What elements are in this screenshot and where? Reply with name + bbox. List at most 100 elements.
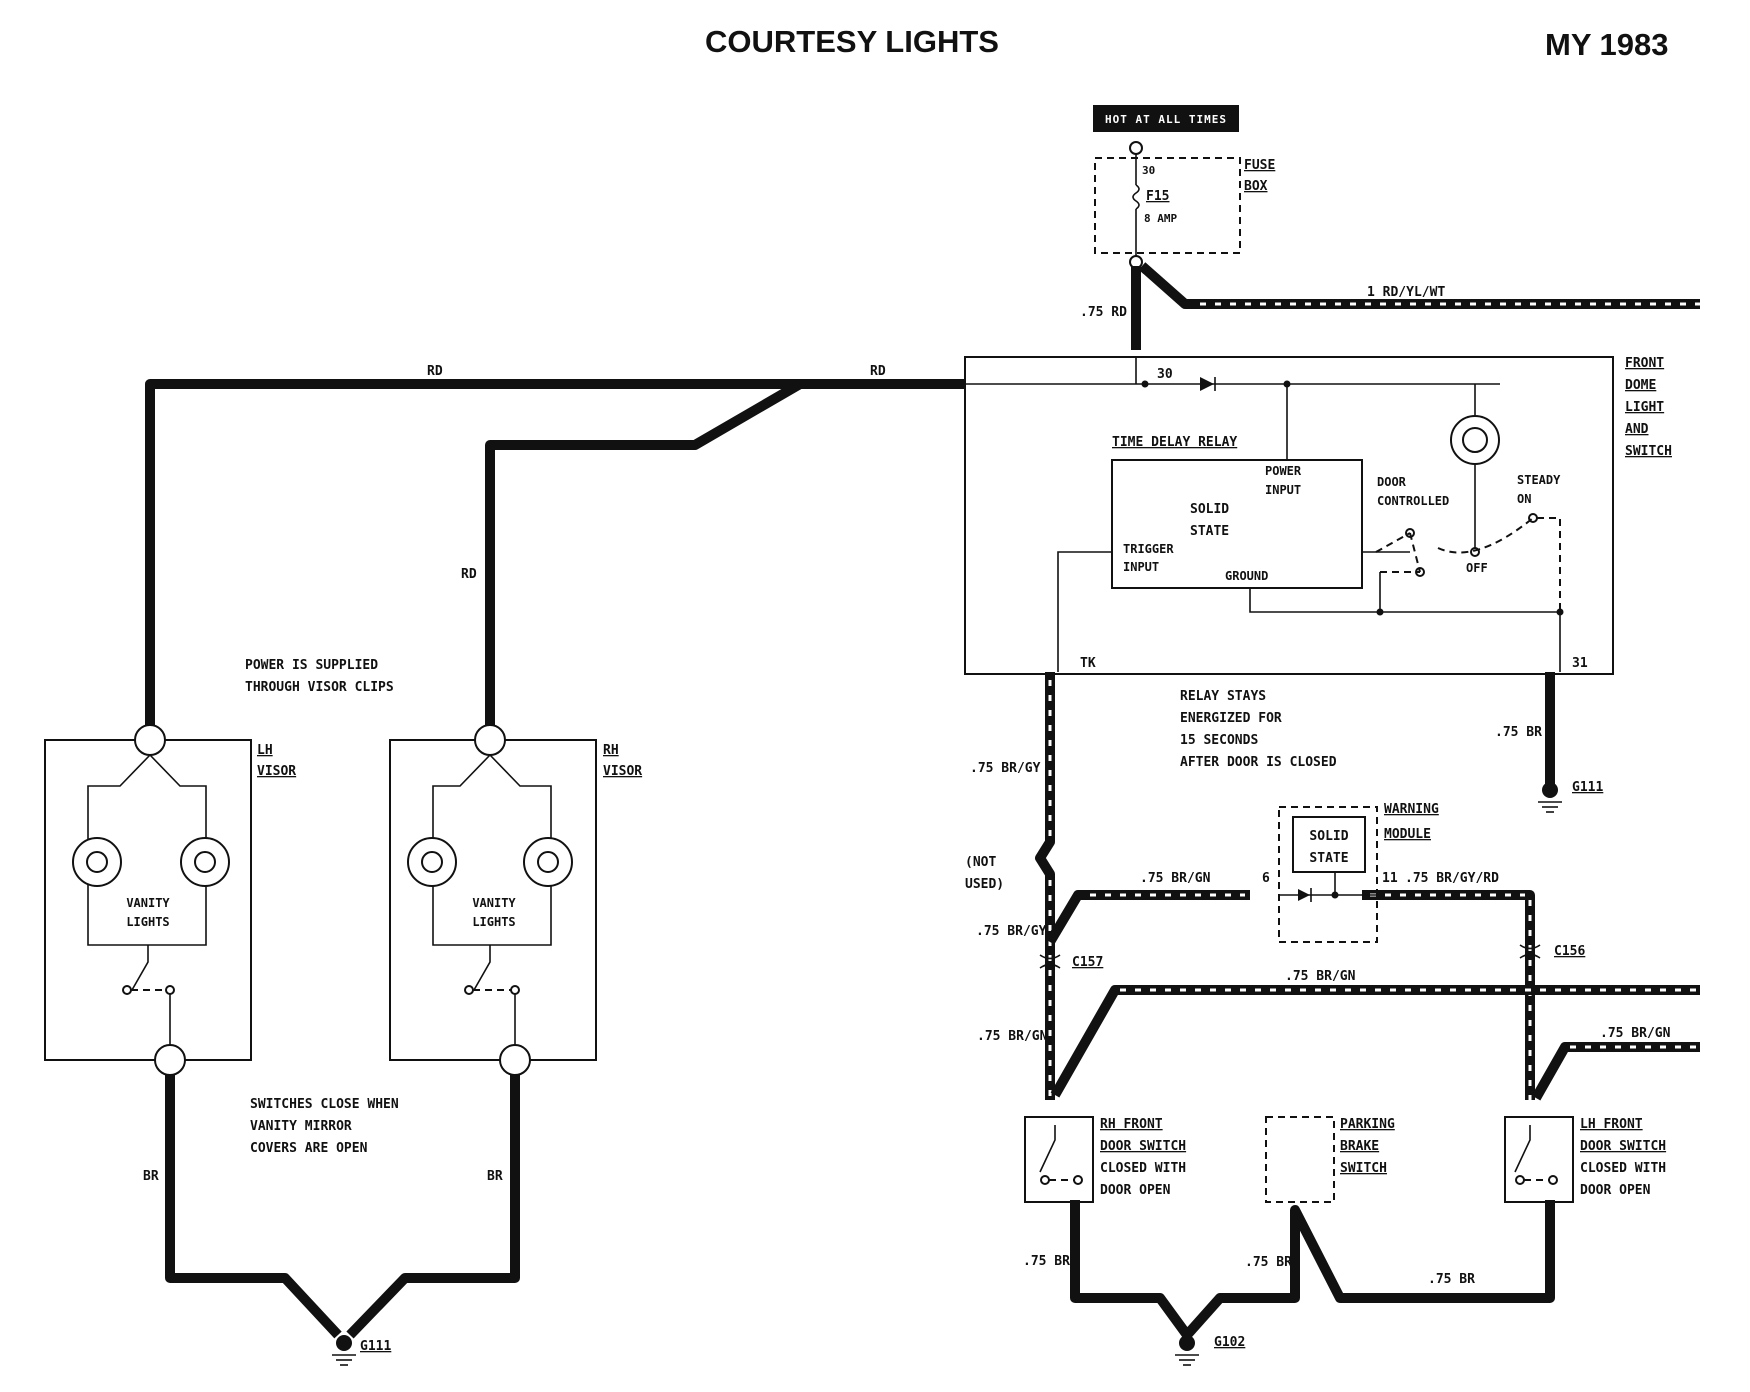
- rh-door-4: DOOR OPEN: [1100, 1183, 1171, 1198]
- label-br-rh: BR: [487, 1169, 503, 1184]
- dome-label-1: FRONT: [1625, 356, 1664, 371]
- lh-vanity-switch-icon: [131, 945, 149, 991]
- warning-label-2: MODULE: [1384, 827, 1431, 842]
- lh-vanity-1: VANITY: [126, 896, 170, 910]
- wire-75-br-grounds: [1070, 1200, 1555, 1339]
- dome-label-5: SWITCH: [1625, 444, 1672, 459]
- lh-visor-label-2: VISOR: [257, 764, 296, 779]
- label-br-lh: BR: [143, 1169, 159, 1184]
- ground-g111-left: G111: [332, 1335, 391, 1366]
- parking-2: BRAKE: [1340, 1139, 1379, 1154]
- ground-label: GROUND: [1225, 569, 1268, 583]
- warning-state: STATE: [1309, 851, 1348, 866]
- door-controlled-2: CONTROLLED: [1377, 494, 1449, 508]
- wire-rd-yl-wt: [1138, 262, 1700, 309]
- rh-door-3: CLOSED WITH: [1100, 1161, 1186, 1176]
- label-rd-yl-wt: 1 RD/YL/WT: [1367, 285, 1445, 300]
- parking-3: SWITCH: [1340, 1161, 1387, 1176]
- lh-door-2: DOOR SWITCH: [1580, 1139, 1666, 1154]
- warning-module: SOLID STATE 6 11 WARNING MODULE: [1262, 802, 1439, 943]
- pin-6: 6: [1262, 871, 1270, 886]
- label-br-gy-rd: .75 BR/GY/RD: [1405, 871, 1499, 886]
- label-br-gn-mid: .75 BR/GN: [1285, 969, 1356, 984]
- wire-br-gn-right: [1531, 1042, 1700, 1101]
- label-75-br-lh-door: .75 BR: [1428, 1272, 1475, 1287]
- rh-vanity-1: VANITY: [472, 896, 516, 910]
- steady-on-2: ON: [1517, 492, 1531, 506]
- label-75-br-31: .75 BR: [1495, 725, 1542, 740]
- terminal-tk: TK: [1080, 656, 1096, 671]
- rh-front-door-switch: RH FRONT DOOR SWITCH CLOSED WITH DOOR OP…: [1024, 1116, 1186, 1203]
- warning-solid: SOLID: [1309, 829, 1348, 844]
- warning-label-1: WARNING: [1384, 802, 1439, 817]
- note-not-used-1: (NOT: [965, 855, 996, 870]
- rh-vanity-switch-icon: [473, 945, 491, 991]
- warning-diode-icon: [1298, 889, 1310, 901]
- parking-brake-switch: PARKING BRAKE SWITCH: [1265, 1116, 1395, 1203]
- steady-on-1: STEADY: [1517, 473, 1561, 487]
- pin-11: 11: [1382, 871, 1398, 886]
- model-year: MY 1983: [1545, 27, 1669, 62]
- fuse-rating: 8 AMP: [1144, 212, 1177, 225]
- terminal-31: 31: [1572, 656, 1588, 671]
- rh-door-2: DOOR SWITCH: [1100, 1139, 1186, 1154]
- wire-br-lh: [165, 1062, 342, 1339]
- door-controlled-1: DOOR: [1377, 475, 1407, 489]
- hot-at-all-times-tag: HOT AT ALL TIMES: [1093, 105, 1239, 132]
- ground-g111-right: G111: [1538, 780, 1603, 813]
- relay-state: STATE: [1190, 524, 1229, 539]
- connector-c156: C156: [1519, 944, 1585, 959]
- label-75-br-park: .75 BR: [1245, 1255, 1292, 1270]
- note-relay-1: RELAY STAYS: [1180, 689, 1266, 704]
- note-switches-1: SWITCHES CLOSE WHEN: [250, 1097, 399, 1112]
- front-dome-light-switch: 30 TK 31 FRONT DOME LIGHT AND SWITCH TIM…: [964, 356, 1672, 675]
- rh-door-1: RH FRONT: [1100, 1117, 1163, 1132]
- lh-visor: VANITY LIGHTS LH VISOR: [44, 724, 296, 1076]
- c156-label: C156: [1554, 944, 1585, 959]
- connector-c157: C157: [1039, 954, 1103, 970]
- time-delay-relay-title: TIME DELAY RELAY: [1112, 435, 1237, 450]
- lh-door-4: DOOR OPEN: [1580, 1183, 1651, 1198]
- fuse-box-label-2: BOX: [1244, 179, 1268, 194]
- rh-visor-clip-icon: [474, 724, 506, 756]
- dome-label-4: AND: [1625, 422, 1649, 437]
- label-br-gn-right: .75 BR/GN: [1600, 1026, 1671, 1041]
- diagram-title: COURTESY LIGHTS: [705, 24, 999, 59]
- wire-br-gy-rd: [1362, 890, 1535, 1100]
- trigger-input-1: TRIGGER: [1123, 542, 1174, 556]
- wire-br-gn-warning: [1045, 890, 1250, 945]
- diode-icon: [1200, 377, 1214, 391]
- note-relay-4: AFTER DOOR IS CLOSED: [1180, 755, 1337, 770]
- c157-label: C157: [1072, 955, 1103, 970]
- lh-front-door-switch: LH FRONT DOOR SWITCH CLOSED WITH DOOR OP…: [1504, 1116, 1666, 1203]
- label-rd-rh: RD: [461, 567, 477, 582]
- lh-visor-label-1: LH: [257, 743, 273, 758]
- lh-door-3: CLOSED WITH: [1580, 1161, 1666, 1176]
- lh-door-1: LH FRONT: [1580, 1117, 1643, 1132]
- note-visor-power-1: POWER IS SUPPLIED: [245, 658, 378, 673]
- wire-br-rh: [346, 1062, 520, 1339]
- fuse-terminal-30: 30: [1142, 164, 1155, 177]
- rh-visor-label-2: VISOR: [603, 764, 642, 779]
- wire-br-gy: [1035, 672, 1055, 1100]
- g111-right-label: G111: [1572, 780, 1603, 795]
- lh-vanity-2: LIGHTS: [126, 915, 169, 929]
- wire-rd-main: [145, 379, 965, 728]
- label-br-gn-warning: .75 BR/GN: [1140, 871, 1211, 886]
- wire-rd-rh-visor: [485, 379, 803, 728]
- fuse-name: F15: [1146, 189, 1169, 204]
- power-input-1: POWER: [1265, 464, 1302, 478]
- g102-label: G102: [1214, 1335, 1245, 1350]
- off-label: OFF: [1466, 561, 1488, 575]
- terminal-30: 30: [1157, 367, 1173, 382]
- label-75-br-rh-door: .75 BR: [1023, 1254, 1070, 1269]
- wire-br-gn-mid: [1050, 985, 1700, 1098]
- ground-g102: G102: [1175, 1335, 1245, 1366]
- dome-label-2: DOME: [1625, 378, 1656, 393]
- relay-solid: SOLID: [1190, 502, 1229, 517]
- label-br-gn-c157: .75 BR/GN: [977, 1029, 1048, 1044]
- note-not-used-2: USED): [965, 877, 1004, 892]
- note-switches-3: COVERS ARE OPEN: [250, 1141, 368, 1156]
- note-relay-3: 15 SECONDS: [1180, 733, 1258, 748]
